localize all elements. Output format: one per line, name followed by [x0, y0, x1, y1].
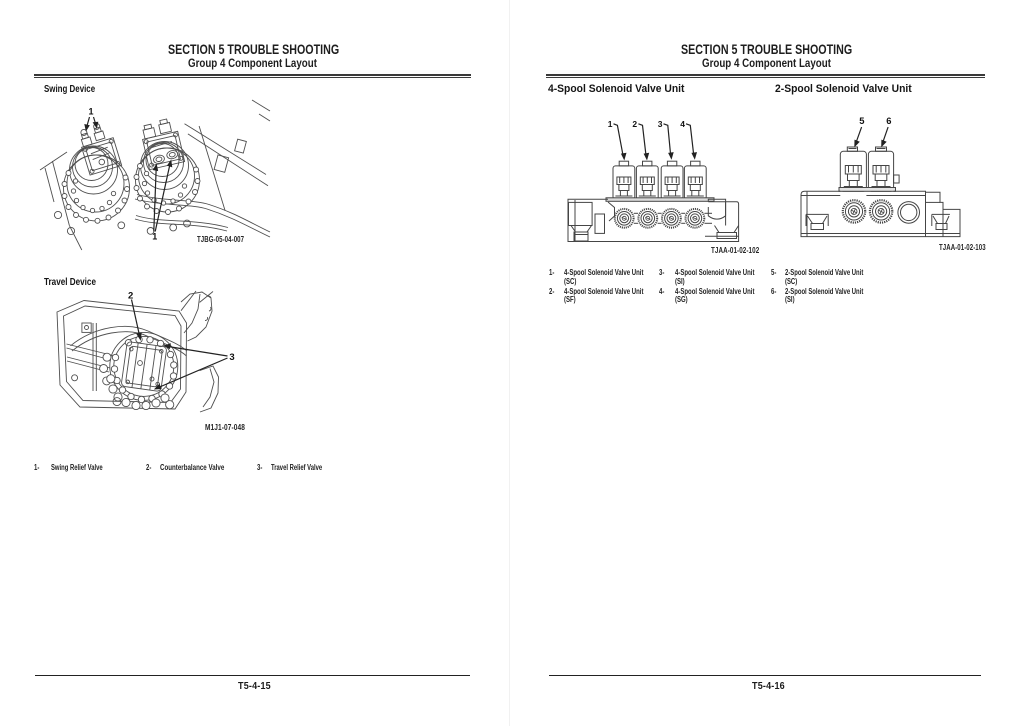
- svg-text:5: 5: [859, 115, 864, 126]
- svg-text:1: 1: [608, 119, 613, 129]
- svg-text:1: 1: [89, 107, 94, 117]
- svg-text:4: 4: [680, 119, 685, 129]
- svg-text:6: 6: [886, 115, 891, 126]
- svg-text:2: 2: [128, 290, 133, 301]
- svg-text:3: 3: [229, 352, 234, 363]
- svg-text:2: 2: [632, 119, 637, 129]
- svg-text:3: 3: [658, 119, 663, 129]
- svg-text:1: 1: [152, 232, 157, 242]
